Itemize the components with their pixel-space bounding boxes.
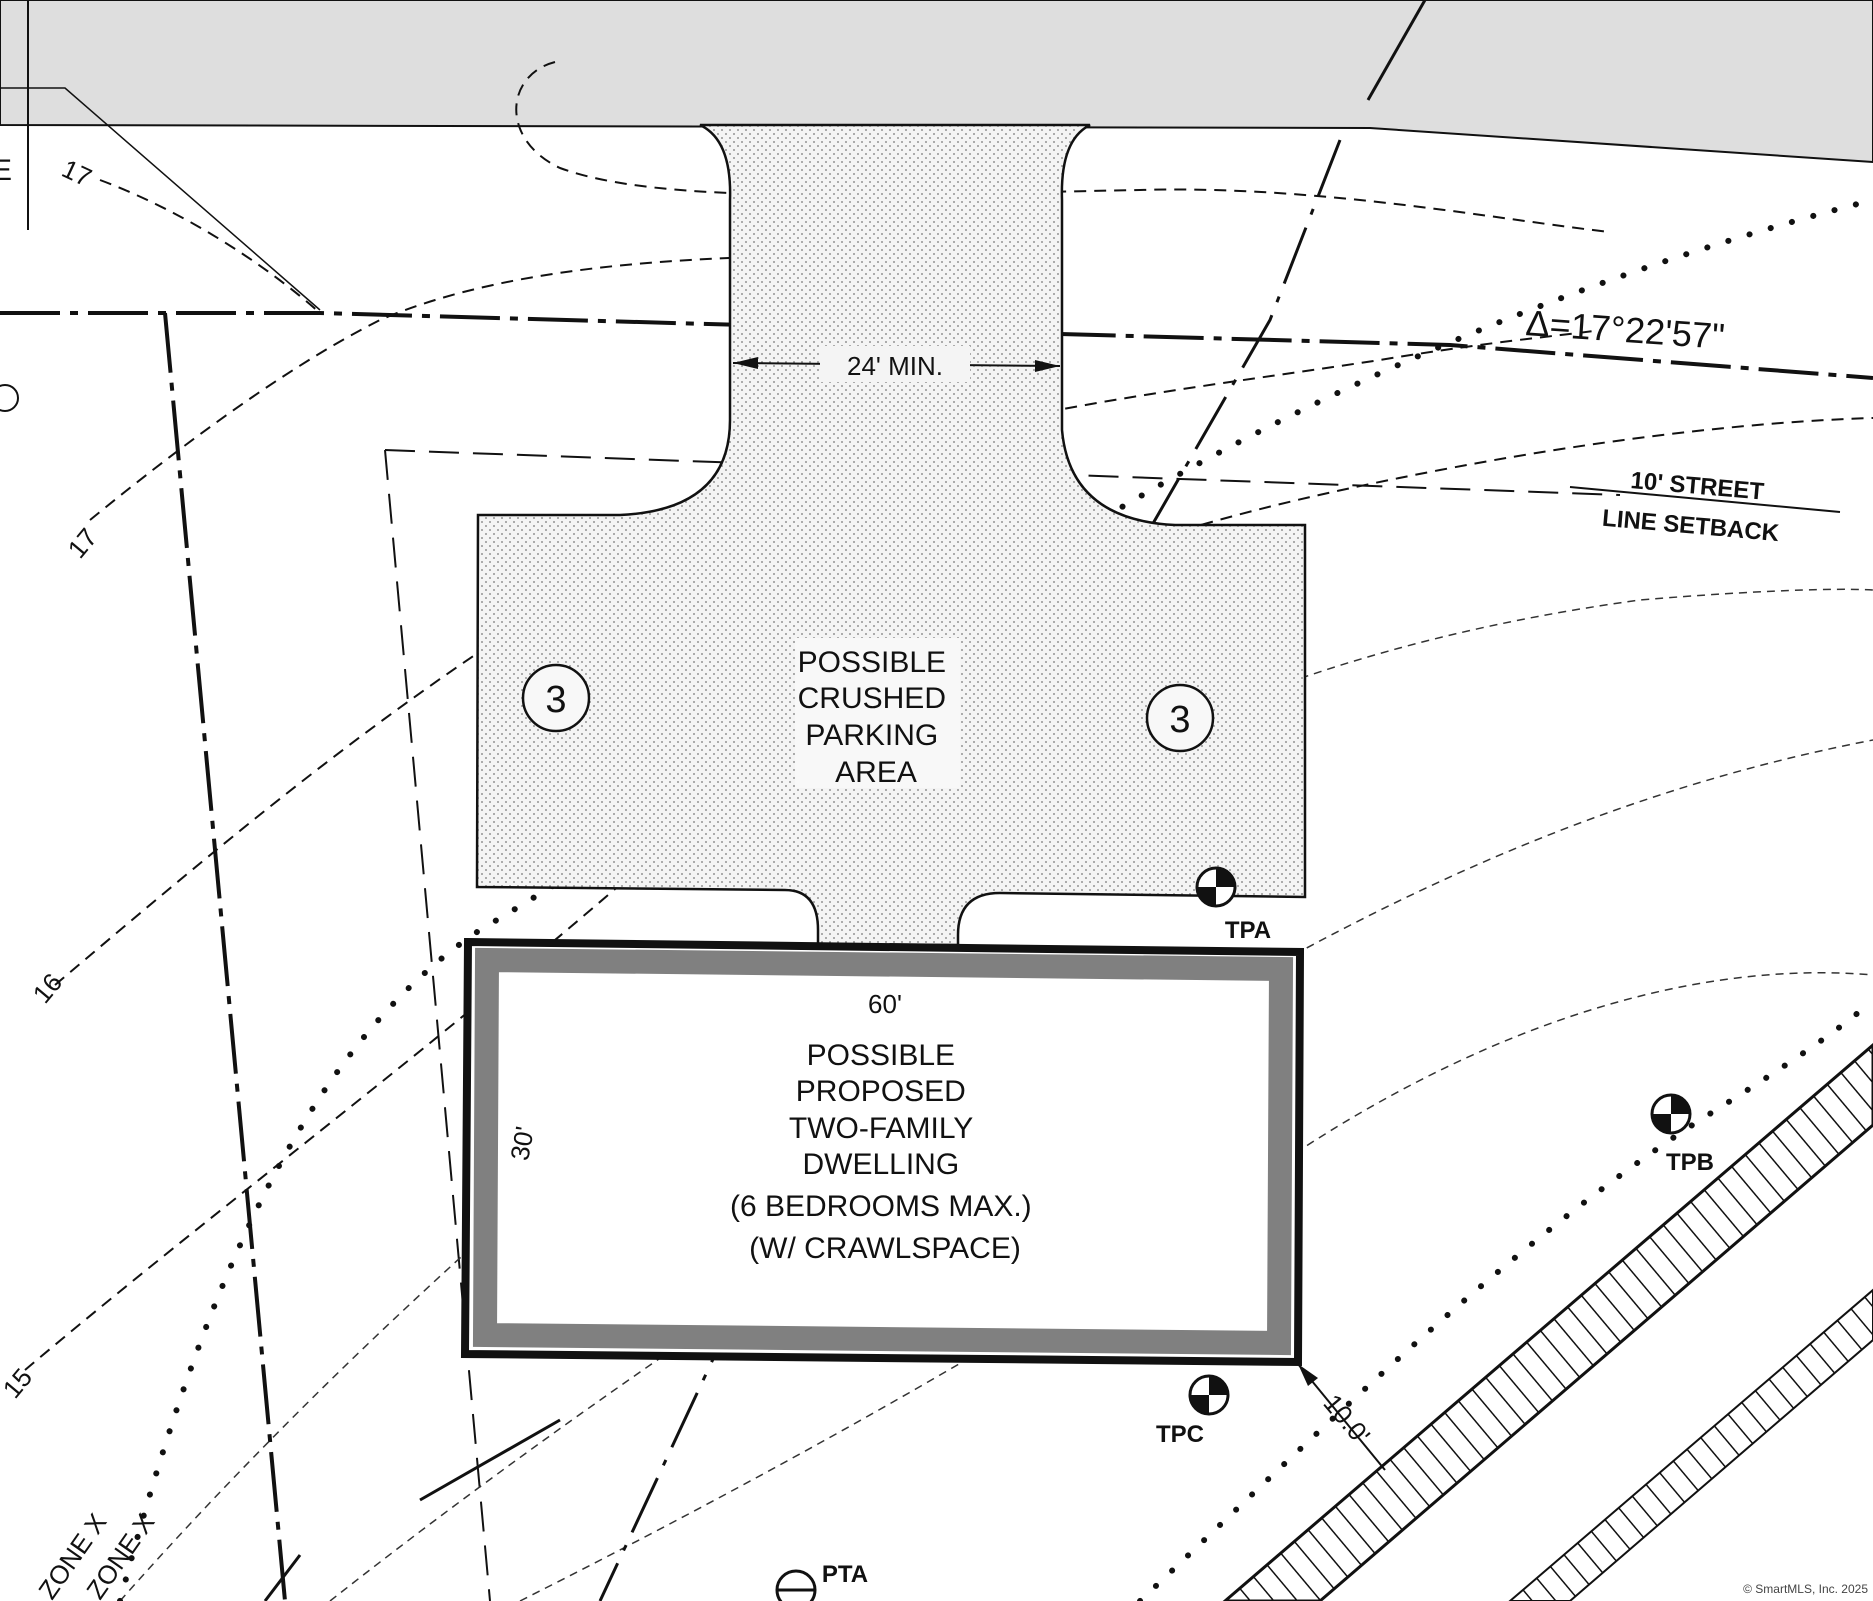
dwelling-footprint	[460, 937, 1305, 1367]
contour-fine-1	[119, 588, 1873, 1601]
parking-label-line: PARKING	[805, 719, 938, 752]
svg-text:10' STREET LINE SETBACK: 10' STREET LINE SETBACK	[1601, 465, 1784, 547]
dash-dot-diagonal	[598, 139, 1342, 1601]
thin-line	[0, 87, 321, 311]
parking-count-left: 3	[545, 679, 566, 721]
setback-label-line: 10' STREET	[1629, 467, 1765, 506]
copyright-text: © SmartMLS, Inc. 2025	[1743, 1582, 1868, 1596]
test-pit-tpc-icon	[1188, 1374, 1230, 1416]
contour-label: 16	[27, 967, 69, 1008]
utility-symbol	[0, 384, 19, 412]
hatched-wall-2	[1508, 1288, 1873, 1601]
parking-label-line: CRUSHED	[798, 682, 946, 715]
road-area	[0, 0, 1873, 164]
parking-count-circle-right	[1145, 683, 1215, 753]
parking-label-line: AREA	[835, 756, 917, 789]
parking-area	[475, 123, 1307, 947]
test-pit-tpa-icon	[1195, 866, 1237, 908]
curve-delta-label: Δ=17°22'57"	[1524, 302, 1726, 357]
test-pit-tpb-label: TPB	[1666, 1149, 1714, 1176]
dwelling-width-label: 60'	[868, 989, 902, 1019]
parking-count-circle-left	[521, 663, 591, 733]
hatched-wall	[1222, 1043, 1873, 1601]
parking-label-bg	[795, 638, 960, 788]
dimension-text-bg	[820, 346, 970, 382]
contour-label: 17	[57, 153, 96, 192]
contour-fine-2	[329, 739, 1873, 1601]
short-diagonal	[419, 1418, 561, 1502]
dwelling-label-line: (6 BEDROOMS MAX.)	[730, 1190, 1032, 1223]
setback-label-line: LINE SETBACK	[1601, 505, 1781, 547]
offset-arrow	[1298, 1364, 1318, 1386]
svg-text:POSSIBLE CRUSHED PARKI: POSSIBLE CRUSHED PARKING AREA	[798, 646, 955, 789]
setback-leader	[1569, 486, 1841, 513]
svg-text:POSSIBLE PROPOSED TWO-: POSSIBLE PROPOSED TWO-FAMILY DWELLING (6…	[730, 1039, 1040, 1265]
edge-letter: E	[0, 154, 12, 187]
contour-17-upper	[99, 179, 321, 314]
dwelling-inner-outline	[472, 947, 1294, 1356]
dwelling-label-line: TWO-FAMILY	[789, 1112, 973, 1145]
road-line	[1366, 0, 1427, 101]
test-pit-pta-label: PTA	[822, 1561, 868, 1588]
parking-label-line: POSSIBLE	[798, 646, 946, 679]
parking-count-right: 3	[1169, 699, 1190, 741]
setback-line-west	[384, 449, 491, 1601]
dwelling-label-line: DWELLING	[802, 1148, 959, 1181]
dotted-limit-line-2	[1137, 997, 1873, 1601]
test-pit-pta-icon	[775, 1569, 817, 1601]
dimension-arrow-right	[1035, 360, 1060, 372]
road-dashed-line	[515, 61, 1611, 233]
dwelling-depth-label: 30'	[504, 1124, 539, 1163]
test-pit-tpa-label: TPA	[1225, 917, 1271, 944]
driveway-width-label: 24' MIN.	[847, 351, 943, 381]
test-pit-tpc-label: TPC	[1156, 1421, 1204, 1448]
contour-label: 17	[62, 522, 104, 563]
dwelling-label-line: POSSIBLE	[807, 1039, 955, 1072]
short-diagonal-2	[263, 1554, 302, 1601]
test-pit-tpb-icon	[1650, 1093, 1692, 1135]
contour-15	[24, 417, 1873, 1371]
dwelling-label-line: PROPOSED	[796, 1075, 966, 1108]
contour-label: 15	[0, 1362, 38, 1403]
property-line-west	[163, 312, 287, 1601]
dimension-arrow-left	[733, 357, 758, 369]
dwelling-label-line: (W/ CRAWLSPACE)	[749, 1232, 1021, 1265]
